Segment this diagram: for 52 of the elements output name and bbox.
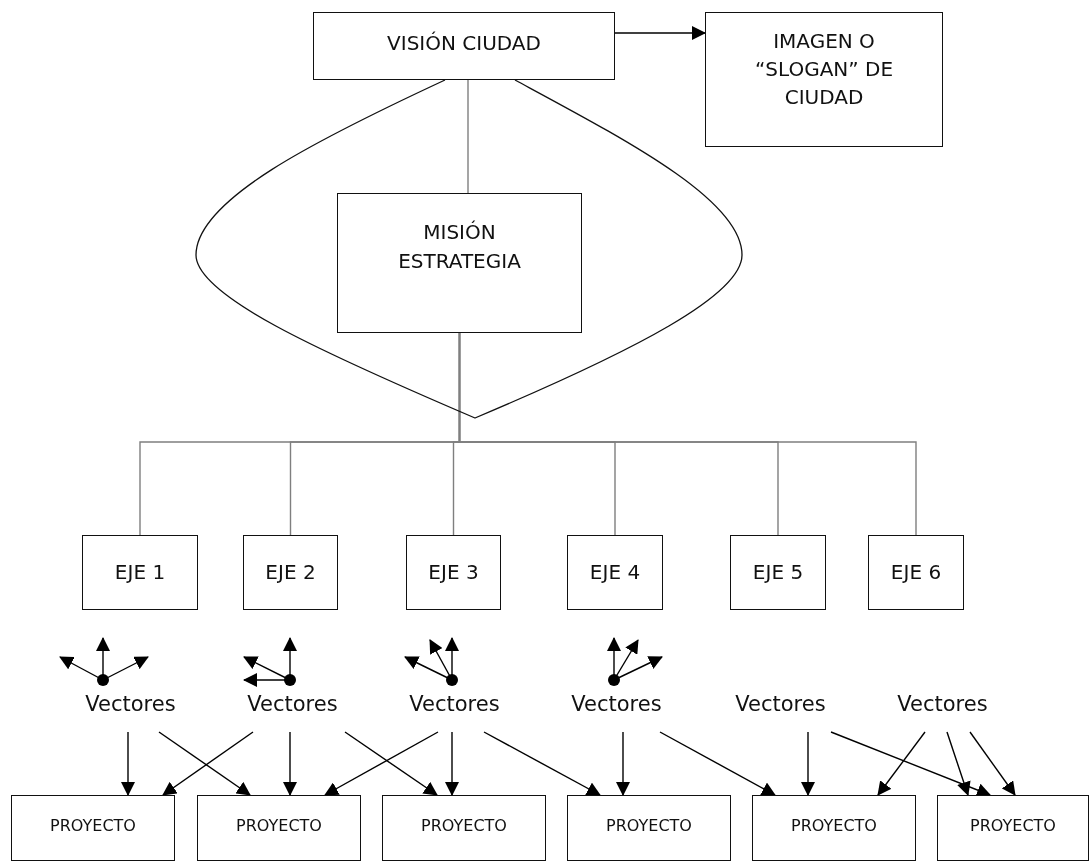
process-box <box>11 795 175 861</box>
process-box <box>705 12 943 147</box>
process-box <box>868 535 964 610</box>
box-label: VISIÓN CIUDAD <box>387 31 541 55</box>
process-box <box>567 795 731 861</box>
connector <box>283 731 297 796</box>
node-label: Vectores <box>571 692 662 718</box>
connector <box>324 731 439 796</box>
connector <box>616 731 630 796</box>
box-label: PROYECTO <box>421 816 507 836</box>
connector <box>969 731 1016 796</box>
process-box <box>382 795 546 861</box>
process-box <box>730 535 826 610</box>
connector <box>467 79 469 194</box>
box-label: EJE 3 <box>428 560 479 584</box>
connector <box>830 731 991 797</box>
connector <box>121 731 135 796</box>
connector <box>801 731 815 796</box>
connector <box>344 731 438 796</box>
box-label: PROYECTO <box>50 816 136 836</box>
node-label: Vectores <box>897 692 988 718</box>
node-label: Vectores <box>409 692 500 718</box>
connector <box>877 731 926 796</box>
box-label: PROYECTO <box>236 816 322 836</box>
process-box <box>243 535 338 610</box>
process-box <box>313 12 615 80</box>
box-label: EJE 5 <box>752 560 804 584</box>
process-box <box>197 795 361 861</box>
box-label: IMAGEN O “SLOGAN” DE CIUDAD <box>753 28 895 111</box>
connector <box>483 731 601 796</box>
box-label: PROYECTO <box>791 816 877 836</box>
box-label: EJE 4 <box>589 560 641 584</box>
process-box <box>567 535 663 610</box>
connector <box>614 26 706 40</box>
connector <box>659 731 776 796</box>
box-label: PROYECTO <box>606 816 692 836</box>
node-label: Vectores <box>85 692 176 718</box>
box-label: EJE 6 <box>890 560 942 584</box>
box-label: EJE 2 <box>265 560 316 584</box>
node-label: Vectores <box>247 692 338 718</box>
process-box <box>406 535 501 610</box>
process-box <box>82 535 198 610</box>
node-label: Vectores <box>735 692 826 718</box>
connector <box>946 731 971 796</box>
process-box <box>337 193 582 333</box>
connector <box>458 332 917 536</box>
connector <box>445 731 459 796</box>
box-label: MISIÓN ESTRATEGIA <box>397 219 522 275</box>
box-label: PROYECTO <box>970 816 1056 836</box>
process-box <box>752 795 916 861</box>
box-label: EJE 1 <box>114 560 166 584</box>
process-box <box>937 795 1089 861</box>
